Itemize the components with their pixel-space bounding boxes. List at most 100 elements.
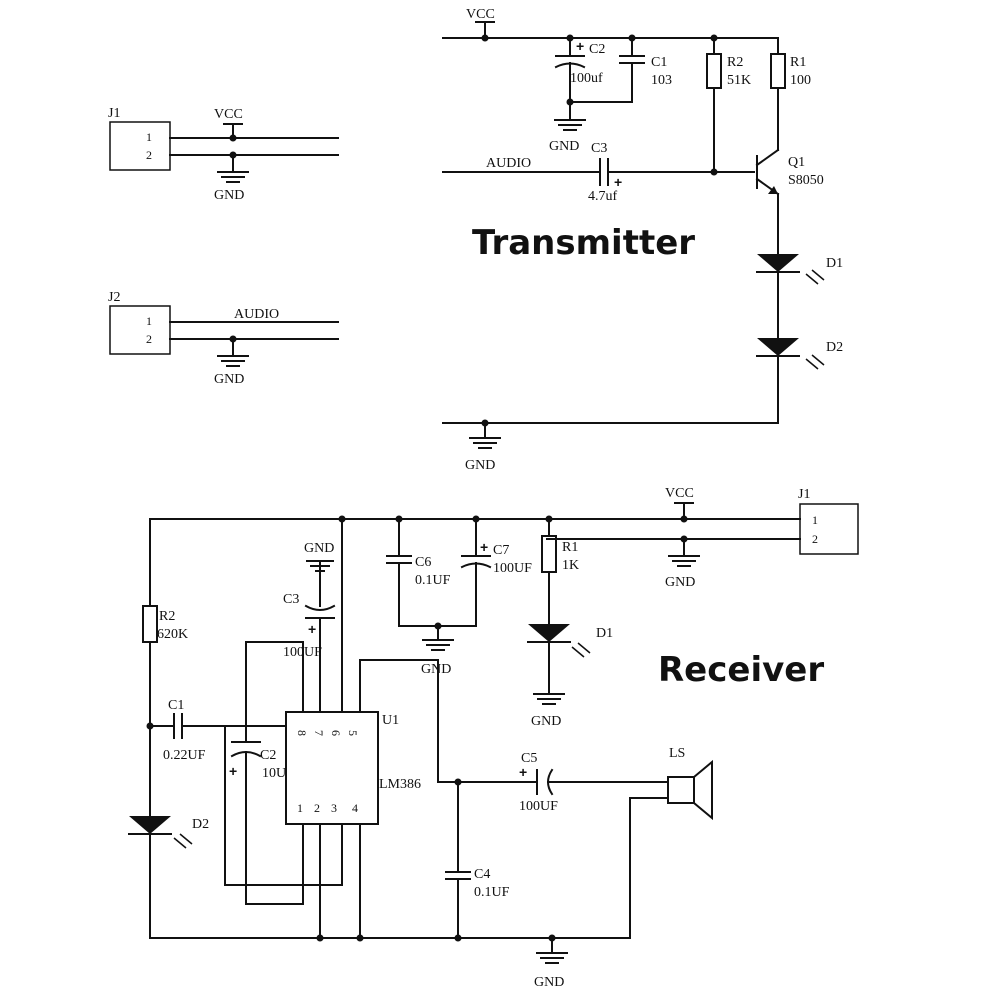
rx-j1-ref: J1 bbox=[798, 487, 810, 502]
j1-top-pin1: 1 bbox=[146, 130, 152, 144]
tx-audio-label: AUDIO bbox=[486, 156, 531, 171]
rx-c6-ref: C6 bbox=[415, 555, 431, 570]
rx-resistor-r2: R2 620K bbox=[142, 518, 188, 817]
tx-c3-ref: C3 bbox=[591, 141, 607, 156]
rx-c3-plus: + bbox=[308, 621, 316, 637]
tx-q1-ref: Q1 bbox=[788, 155, 805, 170]
rx-c7-ref: C7 bbox=[493, 543, 509, 558]
j1-top-vcc-label: VCC bbox=[214, 107, 243, 122]
tx-d1-label: D1 bbox=[826, 256, 843, 271]
rx-u1-value: LM386 bbox=[379, 777, 421, 792]
tx-capacitor-c3: C3 + 4.7uf bbox=[588, 141, 755, 204]
rx-c1-value: 0.22UF bbox=[163, 748, 206, 763]
rx-capacitor-c4: C4 0.1UF bbox=[445, 781, 510, 939]
tx-c2-value: 100uf bbox=[570, 71, 603, 86]
rx-gnd-d1-label: GND bbox=[531, 714, 561, 729]
rx-ls-label: LS bbox=[669, 746, 685, 761]
rx-d1-label: D1 bbox=[596, 626, 613, 641]
tx-c2-ref: C2 bbox=[589, 42, 605, 57]
tx-r2-value: 51K bbox=[727, 73, 751, 88]
tx-transistor-q1: Q1 S8050 bbox=[755, 148, 824, 196]
transmitter-circuit: VCC + C2 100uf C1 103 bbox=[442, 7, 843, 473]
rx-d2-label: D2 bbox=[192, 817, 209, 832]
rx-gnd-mid-label: GND bbox=[421, 662, 451, 677]
tx-c3-value: 4.7uf bbox=[588, 189, 618, 204]
rx-u1-pin2: 2 bbox=[314, 801, 320, 815]
rx-r1-ref: R1 bbox=[562, 540, 578, 555]
rx-c2-value: 10U bbox=[262, 766, 286, 781]
rx-capacitor-c2: + C2 10U bbox=[229, 741, 286, 905]
j2-top-audio-label: AUDIO bbox=[234, 307, 279, 322]
connector-j1-top: J1 1 2 VCC GND bbox=[108, 106, 339, 203]
rx-u1-pin3: 3 bbox=[331, 801, 337, 815]
tx-gnd-top-label: GND bbox=[549, 139, 579, 154]
j1-top-pin2: 2 bbox=[146, 148, 152, 162]
rx-c5-value: 100UF bbox=[519, 799, 558, 814]
rx-c5-plus: + bbox=[519, 764, 527, 780]
rx-c2-ref: C2 bbox=[260, 748, 276, 763]
tx-d2-label: D2 bbox=[826, 340, 843, 355]
rx-gnd-c3-label: GND bbox=[304, 541, 334, 556]
rx-c7-value: 100UF bbox=[493, 561, 532, 576]
rx-c7-plus: + bbox=[480, 539, 488, 555]
rx-c4-ref: C4 bbox=[474, 867, 490, 882]
j2-top-pin1: 1 bbox=[146, 314, 152, 328]
connector-j2-top: J2 1 2 AUDIO GND bbox=[108, 290, 339, 387]
tx-q1-value: S8050 bbox=[788, 173, 824, 188]
tx-led-d2: D2 bbox=[756, 338, 843, 424]
tx-r1-ref: R1 bbox=[790, 55, 806, 70]
tx-c3-plus: + bbox=[614, 174, 622, 190]
rx-ic-u1: U1 LM386 8 7 6 5 1 2 3 4 bbox=[285, 711, 421, 825]
rx-speaker-ls: LS bbox=[629, 746, 713, 939]
tx-vcc-label: VCC bbox=[466, 7, 495, 22]
tx-resistor-r1: R1 100 bbox=[770, 37, 811, 151]
tx-c2-plus: + bbox=[576, 38, 584, 54]
rx-c5-ref: C5 bbox=[521, 751, 537, 766]
rx-u1-pin7: 7 bbox=[312, 730, 326, 736]
rx-r2-ref: R2 bbox=[159, 609, 175, 624]
rx-j1-gnd-label: GND bbox=[665, 575, 695, 590]
j2-top-pin2: 2 bbox=[146, 332, 152, 346]
rx-capacitor-c1: C1 0.22UF bbox=[149, 698, 287, 763]
rx-u1-pin5: 5 bbox=[346, 730, 360, 736]
rx-capacitor-c3: C3 + 100UF bbox=[283, 592, 336, 713]
rx-connector-j1: J1 1 2 bbox=[798, 487, 859, 555]
rx-capacitor-c5: + C5 100UF bbox=[519, 751, 669, 814]
j1-top-ref: J1 bbox=[108, 106, 120, 121]
rx-j1-vcc-label: VCC bbox=[665, 486, 694, 501]
rx-resistor-r1: R1 1K bbox=[541, 518, 579, 625]
rx-c6-value: 0.1UF bbox=[415, 573, 451, 588]
rx-c2-plus: + bbox=[229, 763, 237, 779]
tx-r1-value: 100 bbox=[790, 73, 811, 88]
receiver-heading: Receiver bbox=[658, 650, 824, 690]
tx-gnd-bottom-label: GND bbox=[465, 458, 495, 473]
j2-top-ref: J2 bbox=[108, 290, 120, 305]
j2-top-gnd-label: GND bbox=[214, 372, 244, 387]
rx-capacitor-c6: C6 0.1UF bbox=[386, 518, 451, 627]
rx-u1-pin8: 8 bbox=[295, 730, 309, 736]
rx-r1-value: 1K bbox=[562, 558, 579, 573]
rx-capacitor-c7: + C7 100UF bbox=[460, 518, 532, 627]
rx-j1-pin1: 1 bbox=[812, 513, 818, 527]
rx-u1-pin6: 6 bbox=[329, 730, 343, 736]
rx-gnd-bottom-label: GND bbox=[534, 975, 564, 990]
rx-u1-ref: U1 bbox=[382, 713, 399, 728]
tx-r2-ref: R2 bbox=[727, 55, 743, 70]
rx-u1-pin4: 4 bbox=[352, 801, 358, 815]
rx-led-d1: D1 bbox=[527, 624, 613, 695]
j1-top-gnd-label: GND bbox=[214, 188, 244, 203]
rx-led-d2: D2 bbox=[128, 816, 209, 939]
rx-c4-value: 0.1UF bbox=[474, 885, 510, 900]
rx-c3-ref: C3 bbox=[283, 592, 299, 607]
receiver-circuit: VCC GND J1 1 2 R2 620K bbox=[128, 486, 859, 990]
tx-capacitor-c2: + C2 100uf bbox=[554, 37, 605, 103]
rx-c1-ref: C1 bbox=[168, 698, 184, 713]
tx-resistor-r2: R2 51K bbox=[706, 37, 751, 173]
tx-capacitor-c1: C1 103 bbox=[619, 37, 672, 103]
rx-j1-pin2: 2 bbox=[812, 532, 818, 546]
tx-c1-value: 103 bbox=[651, 73, 672, 88]
tx-c1-ref: C1 bbox=[651, 55, 667, 70]
rx-r2-value: 620K bbox=[157, 627, 188, 642]
rx-u1-pin1: 1 bbox=[297, 801, 303, 815]
